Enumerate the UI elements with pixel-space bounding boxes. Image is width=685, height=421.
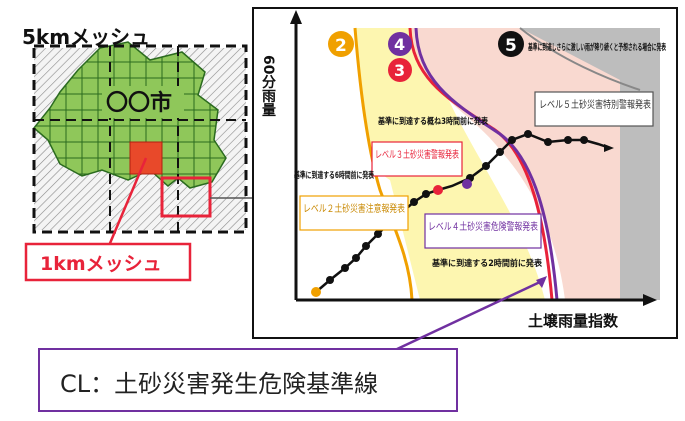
y-axis-label: 60分雨量 (260, 55, 276, 118)
level3-label-box (371, 141, 463, 177)
level4-name: レベル４土砂災害危険警報発表 (428, 220, 538, 233)
level4-line (414, 27, 559, 301)
1km-leader-line (106, 157, 148, 249)
5km-mesh-title: 5kmメッシュ (22, 25, 150, 49)
caption-text: CL：土砂災害発生危険基準線 (60, 370, 379, 398)
level3-number: 3 (394, 61, 405, 80)
level2-line (353, 27, 414, 301)
selected-mesh-square (160, 176, 212, 218)
level5-number: 5 (505, 36, 517, 56)
x-axis-label: 土壌雨量指数 (528, 312, 619, 330)
level2-timing: 基準に到達する6時間前に発表 (293, 170, 374, 181)
level4-point (462, 179, 472, 189)
1km-mesh-label: 1kmメッシュ (40, 253, 162, 275)
level5-badge (498, 31, 524, 57)
city-label: 〇〇市 (106, 90, 172, 116)
mesh-map (24, 41, 253, 282)
caption-leader-line (394, 280, 541, 352)
level5-timing: 基準に到達しさらに激しい雨が降り続くと予想される場合に発表 (527, 42, 666, 53)
level5-name: レベル５土砂災害特別警報発表 (539, 98, 651, 111)
level5-label-box (534, 91, 654, 127)
level2-badge (328, 31, 354, 57)
level4-label-box (424, 213, 542, 249)
warning-graph (252, 7, 678, 339)
1km-label-box (24, 242, 192, 282)
level3-timing: 基準に到達する概ね3時間前に発表 (377, 116, 488, 127)
level3-name: レベル３土砂災害警報発表 (375, 148, 459, 161)
level4-badge (388, 32, 412, 56)
level4-number: 4 (394, 35, 405, 54)
level4-timing: 基準に到達する2時間前に発表 (431, 258, 542, 269)
level2-point (311, 287, 321, 297)
level2-label-box (299, 195, 409, 231)
level3-point (433, 185, 443, 195)
level5-boundary (519, 27, 641, 91)
snake-curve (315, 132, 611, 293)
level3-badge (388, 58, 412, 82)
level2-number: 2 (335, 36, 347, 56)
5km-mesh-outline (32, 44, 248, 234)
caption-box (38, 348, 458, 412)
level2-name: レベル２土砂災害注意報発表 (303, 202, 405, 215)
